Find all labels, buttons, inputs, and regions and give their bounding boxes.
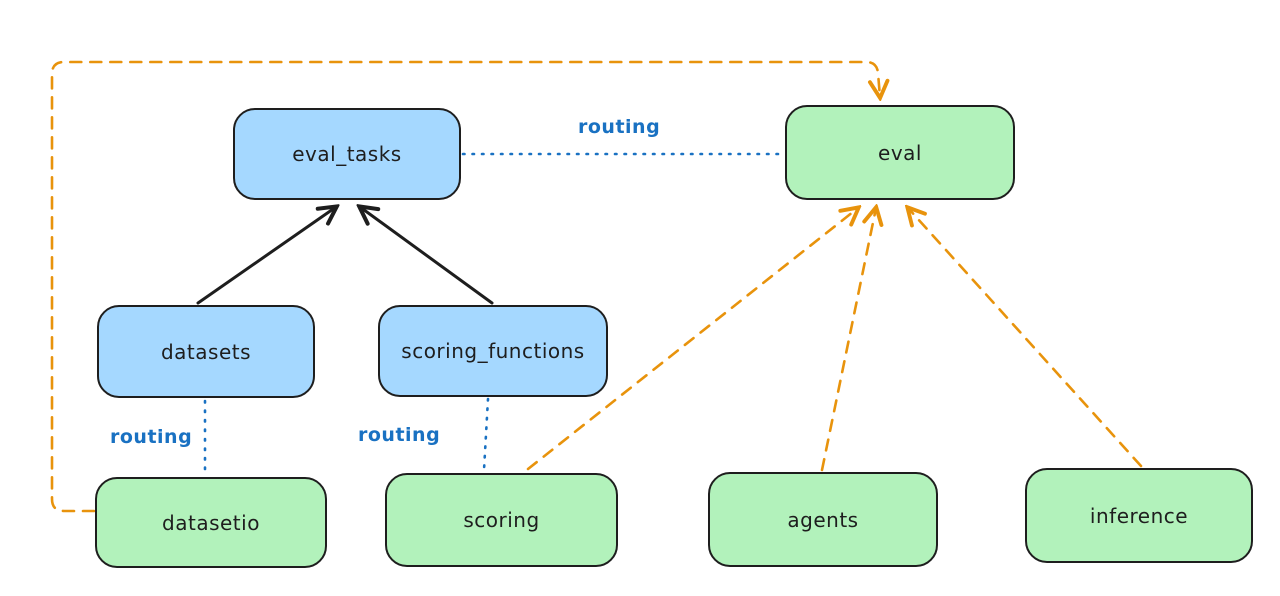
node-eval-tasks-label: eval_tasks xyxy=(292,142,402,166)
routing-label-datasets-datasetio: routing xyxy=(110,426,193,448)
edge-scoring-functions-to-scoring-routing xyxy=(482,397,490,472)
node-eval-label: eval xyxy=(878,140,922,165)
node-agents-label: agents xyxy=(787,507,859,532)
node-eval: eval xyxy=(785,105,1015,200)
node-datasetio: datasetio xyxy=(95,477,327,568)
routing-label-scoring-functions-scoring: routing xyxy=(358,424,441,446)
node-datasets: datasets xyxy=(97,305,315,398)
routing-label-eval-tasks-eval: routing xyxy=(578,116,661,138)
node-datasets-label: datasets xyxy=(160,339,252,364)
node-datasetio-label: datasetio xyxy=(162,510,260,535)
edge-scoring-to-eval xyxy=(526,208,858,471)
node-scoring-functions-label: scoring_functions xyxy=(401,339,585,363)
node-inference-label: inference xyxy=(1089,503,1189,528)
edge-datasetio-to-eval xyxy=(50,60,880,513)
node-scoring-label: scoring xyxy=(463,508,540,532)
edge-datasets-to-eval-tasks xyxy=(196,207,336,305)
node-agents: agents xyxy=(708,472,938,567)
edge-scoring-functions-to-eval-tasks xyxy=(360,207,494,305)
node-scoring: scoring xyxy=(385,473,618,567)
node-eval-tasks: eval_tasks xyxy=(233,108,461,200)
edge-agents-to-eval xyxy=(820,208,876,472)
node-inference: inference xyxy=(1025,468,1253,563)
edge-inference-to-eval xyxy=(908,208,1143,468)
node-scoring-functions: scoring_functions xyxy=(378,305,608,397)
